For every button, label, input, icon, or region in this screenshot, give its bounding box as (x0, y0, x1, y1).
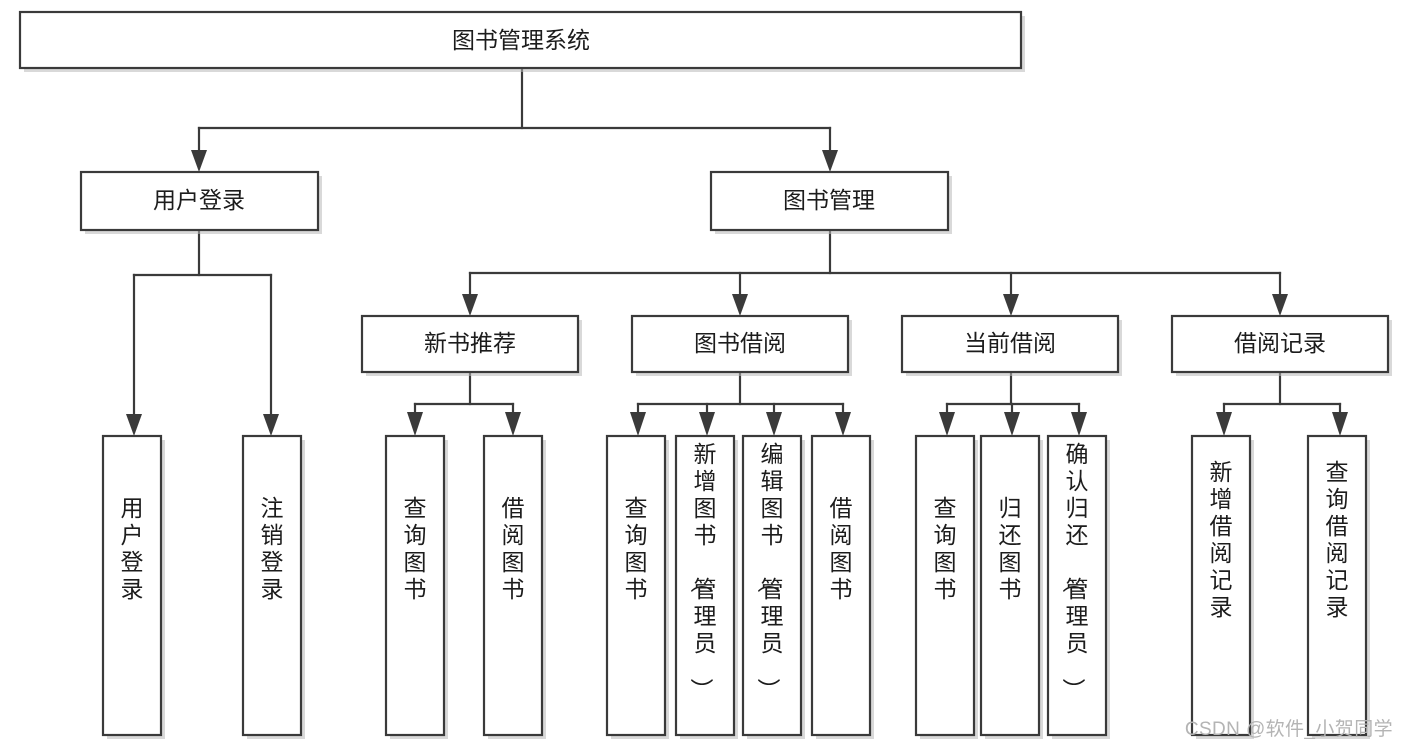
arrowhead-bookmgmt-4 (1272, 294, 1288, 316)
leaf-user-login-2[interactable]: 注销登录 (241, 434, 305, 739)
node-new-book-recommend-box[interactable] (360, 314, 580, 374)
leaf-borrow-3[interactable]: 编辑图书（管理员） (741, 434, 805, 739)
leaf-current-1[interactable]: 查询图书 (914, 434, 978, 739)
leaf-current-2-box[interactable] (979, 434, 1041, 737)
leaf-user-login-2-label: 注销登录 (261, 495, 284, 602)
connector-layer (126, 68, 1348, 436)
leaf-records-2-label: 查询借阅记录 (1326, 459, 1349, 620)
leaf-borrow-2-box[interactable] (674, 434, 736, 737)
node-root-box[interactable] (18, 10, 1023, 70)
leaf-records-1-box[interactable] (1190, 434, 1252, 737)
leaf-borrow-1-label: 查询图书 (625, 495, 648, 602)
node-current-borrow-box[interactable] (900, 314, 1120, 374)
leaf-records-2[interactable]: 查询借阅记录 (1306, 434, 1370, 739)
leaf-new-book-2[interactable]: 借阅图书 (482, 434, 546, 739)
leaf-borrow-3-label: 编辑图书（管理员） (756, 441, 784, 701)
leaf-user-login-2-box[interactable] (241, 434, 303, 737)
leaf-borrow-3-box[interactable] (741, 434, 803, 737)
node-root-label: 图书管理系统 (452, 27, 590, 53)
arrowhead-root-to-bookmgmt (822, 150, 838, 172)
leaf-new-book-1-label: 查询图书 (404, 495, 427, 602)
leaf-current-3[interactable]: 确认归还（管理员） (1046, 434, 1110, 739)
node-borrow-records-label: 借阅记录 (1234, 330, 1326, 356)
leaf-new-book-1[interactable]: 查询图书 (384, 434, 448, 739)
node-borrow-records[interactable]: 借阅记录 (1170, 314, 1392, 376)
node-book-management-label: 图书管理 (783, 187, 875, 213)
leaf-borrow-2-label: 新增图书（管理员） (689, 441, 717, 701)
arrowhead-bookmgmt-3 (1003, 294, 1019, 316)
leaf-current-3-label: 确认归还（管理员） (1061, 441, 1089, 701)
leaf-user-login-1-box[interactable] (101, 434, 163, 737)
arrowhead-bookmgmt-1 (462, 294, 478, 316)
arrowhead-login-leaf-1 (126, 414, 142, 436)
arrowhead-borrow-leaf-3 (766, 412, 782, 436)
leaf-records-1-label: 新增借阅记录 (1210, 459, 1233, 620)
arrowhead-borrow-leaf-1 (630, 412, 646, 436)
leaf-records-2-box[interactable] (1306, 434, 1368, 737)
leaf-current-2-label: 归还图书 (999, 495, 1022, 602)
arrowhead-borrow-leaf-4 (835, 412, 851, 436)
node-book-borrow-label: 图书借阅 (694, 330, 786, 356)
arrowhead-login-leaf-2 (263, 414, 279, 436)
arrowhead-newbook-leaf-1 (407, 412, 423, 436)
leaf-borrow-1-box[interactable] (605, 434, 667, 737)
arrowhead-root-to-login (191, 150, 207, 172)
node-new-book-recommend-label: 新书推荐 (424, 330, 516, 356)
leaf-records-1[interactable]: 新增借阅记录 (1190, 434, 1254, 739)
arrowhead-newbook-leaf-2 (505, 412, 521, 436)
node-book-borrow[interactable]: 图书借阅 (630, 314, 852, 376)
leaf-current-2[interactable]: 归还图书 (979, 434, 1043, 739)
leaf-borrow-1[interactable]: 查询图书 (605, 434, 669, 739)
arrowhead-current-leaf-2 (1004, 412, 1020, 436)
leaf-new-book-1-box[interactable] (384, 434, 446, 737)
node-book-borrow-box[interactable] (630, 314, 850, 374)
leaf-current-1-box[interactable] (914, 434, 976, 737)
node-root[interactable]: 图书管理系统 (18, 10, 1025, 72)
leaf-current-3-box[interactable] (1046, 434, 1108, 737)
arrowhead-borrow-leaf-2 (699, 412, 715, 436)
leaf-new-book-2-box[interactable] (482, 434, 544, 737)
arrowhead-bookmgmt-2 (732, 294, 748, 316)
node-new-book-recommend[interactable]: 新书推荐 (360, 314, 582, 376)
node-book-management[interactable]: 图书管理 (709, 170, 952, 234)
leaf-borrow-4-box[interactable] (810, 434, 872, 737)
node-user-login-box[interactable] (79, 170, 320, 232)
csdn-watermark: CSDN @软件_小贺同学 (1184, 719, 1393, 740)
arrowhead-records-leaf-1 (1216, 412, 1232, 436)
node-borrow-records-box[interactable] (1170, 314, 1390, 374)
node-user-login[interactable]: 用户登录 (79, 170, 322, 234)
arrowhead-current-leaf-1 (939, 412, 955, 436)
arrowhead-records-leaf-2 (1332, 412, 1348, 436)
leaf-new-book-2-label: 借阅图书 (502, 495, 525, 602)
node-current-borrow[interactable]: 当前借阅 (900, 314, 1122, 376)
leaf-current-1-label: 查询图书 (934, 495, 957, 602)
leaf-borrow-4[interactable]: 借阅图书 (810, 434, 874, 739)
leaf-borrow-2[interactable]: 新增图书（管理员） (674, 434, 738, 739)
leaf-borrow-4-label: 借阅图书 (830, 495, 853, 602)
leaf-user-login-1[interactable]: 用户登录 (101, 434, 165, 739)
node-user-login-label: 用户登录 (153, 187, 245, 213)
leaf-user-login-1-label: 用户登录 (121, 495, 144, 602)
node-book-management-box[interactable] (709, 170, 950, 232)
node-current-borrow-label: 当前借阅 (964, 330, 1056, 356)
arrowhead-current-leaf-3 (1071, 412, 1087, 436)
